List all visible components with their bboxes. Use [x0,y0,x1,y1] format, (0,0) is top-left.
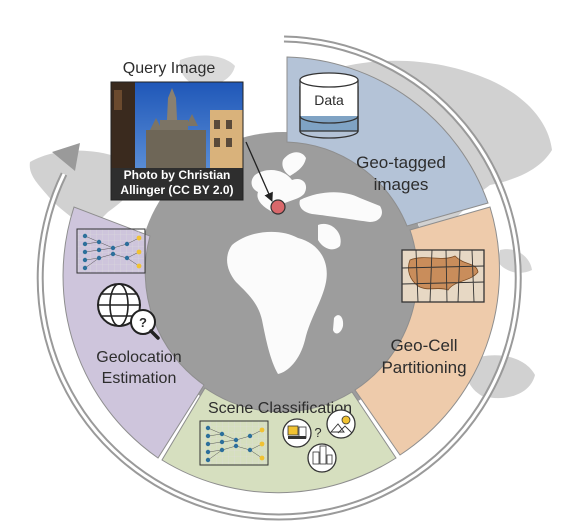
geo-cell-label-line1: Geo-Cell [390,336,457,355]
geolocation-label-line1: Geolocation [96,349,181,366]
geolocation-label-line2: Estimation [102,370,177,387]
segment-geolocation-estimation: ? Geolocation Estimation [62,206,205,459]
query-image-group: Query Image Photo by Christian Allinger … [110,60,273,202]
scene-question-mark: ? [314,425,321,440]
query-photo [111,82,243,200]
globe-search-icon: ? [97,283,160,340]
photo-credit-line2: Allinger (CC BY 2.0) [120,183,233,197]
query-photo-border [110,81,244,201]
geoloc-neural-network-icon [76,228,146,274]
geo-tagged-label-line1: Geo-tagged [356,153,446,172]
scene-urban-icon [307,443,337,473]
map-asia-part [299,192,382,222]
map-greenland [179,55,235,87]
query-pointer-arrow [245,141,273,202]
scene-nature-icon [326,409,356,439]
cycle-arrow-head [52,143,80,171]
map-scandinavia [282,152,306,176]
segment-scene-classification: Scene Classification [161,387,397,494]
scene-neural-network-icon [199,420,269,466]
cycle-arrow-arc-inner [38,37,520,519]
segment-geo-tagged-images: Data Geo-tagged images [286,56,489,227]
database-label: Data [314,92,344,108]
geo-cell-map-icon [401,249,485,303]
location-marker [270,199,286,215]
segment-geo-cell-partitioning: Geo-Cell Partitioning [354,206,500,456]
globe-question-mark: ? [139,315,147,330]
photo-credit-line1: Photo by Christian [124,168,231,182]
geo-tagged-label-line2: images [374,175,429,194]
map-africa [227,231,327,374]
query-image-title: Query Image [123,60,216,77]
map-arabia [318,223,341,250]
geo-cell-label-line2: Partitioning [381,358,466,377]
cycle-arrow [36,35,522,521]
database-icon: Data [299,72,359,139]
scene-classification-label: Scene Classification [208,400,352,417]
scene-indoor-icon [282,418,312,448]
map-madagascar [333,315,344,334]
inner-map [227,152,382,374]
